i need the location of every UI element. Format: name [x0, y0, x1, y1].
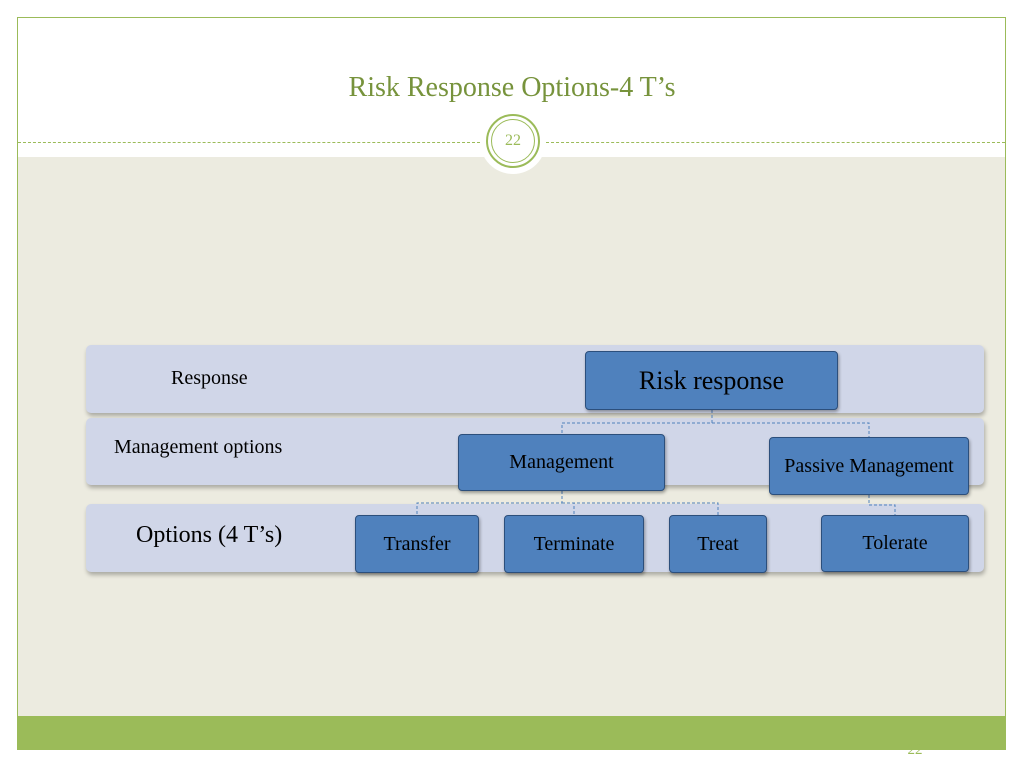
header-divider-left — [18, 142, 480, 143]
node-tolerate: Tolerate — [821, 515, 969, 572]
slide-badge: 22 — [491, 119, 535, 163]
page-number: 22 — [907, 742, 923, 758]
node-terminate: Terminate — [504, 515, 644, 573]
connector-risk-to-passive — [712, 422, 870, 437]
band-label-response: Response — [171, 367, 248, 389]
node-management: Management — [458, 434, 665, 491]
node-risk-response: Risk response — [585, 351, 838, 410]
node-transfer: Transfer — [355, 515, 479, 573]
footer-bar — [18, 716, 1005, 749]
slide-badge-ring — [486, 114, 540, 168]
slide-title: Risk Response Options-4 T’s — [348, 72, 676, 103]
node-treat: Treat — [669, 515, 767, 573]
connector-passive-to-tolerate — [868, 495, 896, 515]
connector-management-to-transfer — [416, 491, 563, 515]
connector-management-to-terminate — [562, 502, 575, 515]
node-passive-management: Passive Management — [769, 437, 969, 495]
band-label-management-options: Management options — [114, 436, 283, 458]
band-label-options: Options (4 T’s) — [136, 522, 283, 548]
connector-management-to-treat — [562, 502, 719, 515]
header-divider-right — [546, 142, 1005, 143]
connector-risk-to-management — [561, 410, 713, 434]
